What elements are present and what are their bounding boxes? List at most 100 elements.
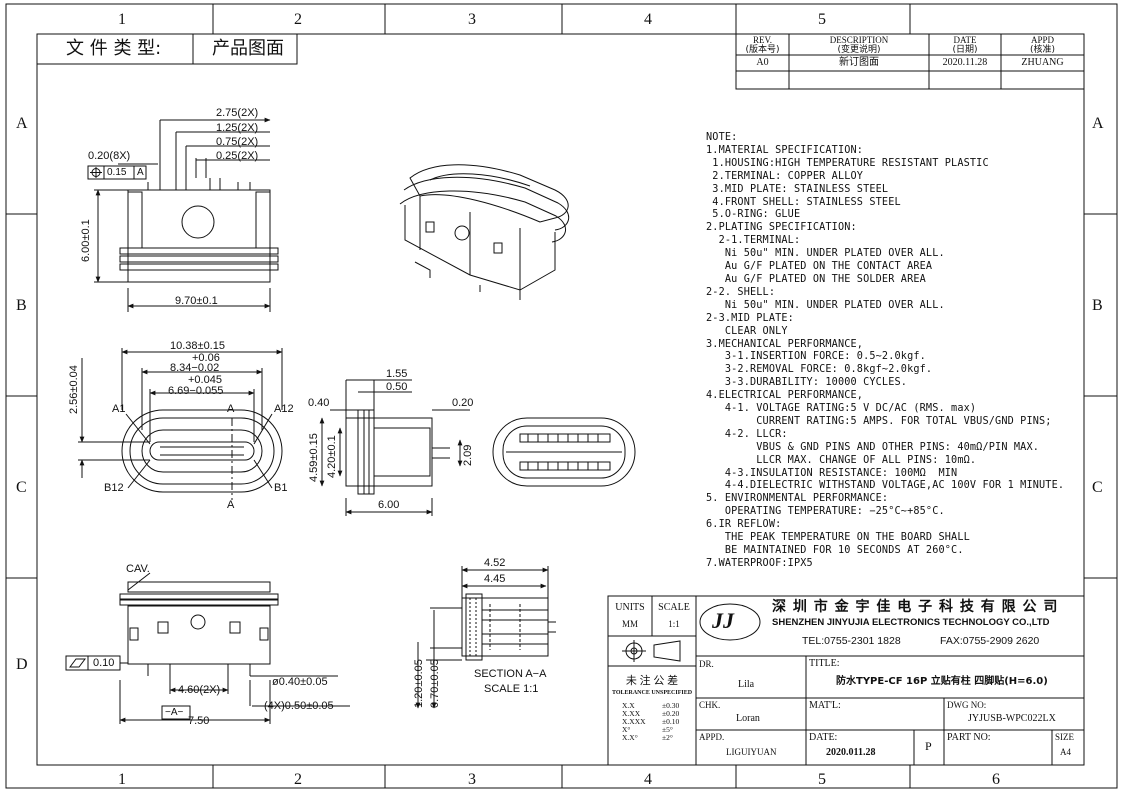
note-line: VBUS & GND PINS AND OTHER PINS: 40mΩ/PIN…	[706, 441, 1040, 453]
dim-6-00-v: 6.00±0.1	[80, 219, 92, 262]
rev-header: REV.(版本号)	[745, 35, 780, 56]
tolerance-key: X.XX	[622, 709, 641, 718]
row-label-c: C	[16, 479, 27, 496]
row-label-a: A	[16, 115, 28, 132]
row-label-d: D	[16, 656, 28, 673]
note-line: 3.MID PLATE: STAINLESS STEEL	[706, 183, 889, 195]
tolerance-key: X.X°	[622, 733, 638, 742]
section-scale: SCALE 1:1	[484, 683, 539, 695]
chk-value: Loran	[736, 713, 760, 724]
note-line: 2-1.TERMINAL:	[706, 235, 801, 247]
col-label-top-2: 2	[294, 11, 302, 28]
date-value-tb: 2020.011.28	[826, 747, 876, 758]
appd-label: APPD.	[699, 732, 725, 742]
date-label-tb: DATE:	[809, 732, 838, 743]
chk-label: CHK.	[699, 700, 721, 710]
note-line: 2.TERMINAL: COPPER ALLOY	[706, 170, 864, 182]
tolerance-key: X.X	[622, 701, 635, 710]
note-line: 1.HOUSING:HIGH TEMPERATURE RESISTANT PLA…	[706, 157, 989, 169]
size-label: SIZE	[1055, 732, 1074, 742]
dim-8-34: 8.34−0.02	[170, 362, 220, 374]
title-block-frame	[607, 595, 1085, 766]
note-line: 4-2. LLCR:	[706, 428, 788, 440]
note-line: CLEAR ONLY	[706, 325, 788, 337]
company-tel: TEL:0755-2301 1828	[802, 635, 901, 647]
material-label: MAT'L:	[809, 700, 841, 711]
note-line: OPERATING TEMPERATURE: −25°C~+85°C.	[706, 506, 945, 518]
appd-value-tb: LIGUIYUAN	[726, 747, 777, 757]
row-label-a-right: A	[1092, 115, 1104, 132]
desc-header: DESCRIPTION(变更说明)	[829, 35, 889, 56]
pin-a12: A12	[274, 403, 294, 415]
dim-0-70: 0.70±0.05	[429, 659, 441, 708]
note-line: Au G/F PLATED ON THE SOLDER AREA	[706, 273, 926, 285]
dwg-number: JYJUSB-WPC022LX	[968, 713, 1056, 724]
dim-4-45: 4.45	[484, 573, 506, 585]
scale-value: 1:1	[668, 619, 680, 629]
note-line: 5. ENVIRONMENTAL PERFORMANCE:	[706, 493, 889, 505]
note-line: NOTE:	[706, 132, 738, 143]
date-value: 2020.11.28	[942, 57, 988, 68]
datum-ref-a: A	[137, 167, 144, 178]
pin-b1: B1	[274, 482, 288, 494]
doc-type-value: 产品图面	[212, 38, 284, 59]
dim-0-75: 0.75(2X)	[216, 136, 259, 148]
note-line: 7.WATERPROOF:IPX5	[706, 557, 813, 569]
pin-a1: A1	[112, 403, 126, 415]
dim-0-20: 0.20	[452, 397, 474, 409]
dim-0-40: 0.40	[308, 397, 330, 409]
front-view	[78, 348, 283, 500]
dim-9-70: 9.70±0.1	[175, 295, 218, 307]
doc-type-label: 文 件 类 型:	[66, 38, 162, 59]
note-line: 4.FRONT SHELL: STAINLESS STEEL	[706, 196, 901, 208]
dim-2-75: 2.75(2X)	[216, 107, 259, 119]
cavity-label: CAV.	[126, 563, 150, 575]
dim-2-56: 2.56±0.04	[68, 365, 80, 414]
tolerance-key: X.XXX	[622, 717, 646, 726]
dim-4-52: 4.52	[484, 557, 506, 569]
dim-2-09: 2.09	[462, 444, 474, 466]
note-line: 6.IR REFLOW:	[706, 519, 782, 531]
dim-1-20: 1.20±0.05	[413, 659, 425, 708]
note-line: BE MAINTAINED FOR 10 SECONDS AT 260°C.	[706, 545, 964, 556]
dim-phi-0-40: ø0.40±0.05	[272, 676, 328, 688]
note-line: 2-3.MID PLATE:	[706, 312, 794, 324]
dim-0-50: 0.50	[386, 381, 408, 393]
col-label-3: 3	[468, 771, 476, 788]
isometric-view	[399, 164, 569, 300]
note-line: Ni 50u" MIN. UNDER PLATED OVER ALL.	[706, 299, 945, 311]
dim-7-50: 7.50	[188, 715, 210, 727]
note-line: CURRENT RATING:5 AMPS. FOR TOTAL VBUS/GN…	[706, 415, 1052, 427]
section-mark-bottom: A	[227, 499, 235, 511]
note-line: 4.ELECTRICAL PERFORMANCE,	[706, 390, 864, 402]
dim-10-38: 10.38±0.15	[170, 340, 225, 352]
col-label-6: 6	[992, 771, 1000, 788]
note-line: 5.O-RING: GLUE	[706, 209, 801, 221]
dr-label: DR.	[699, 659, 714, 669]
dr-value: Lila	[738, 679, 755, 690]
col-label-1: 1	[118, 771, 126, 788]
dwg-label: DWG NO:	[947, 700, 987, 710]
note-line: THE PEAK TEMPERATURE ON THE BOARD SHALL	[706, 532, 970, 544]
company-name-cn: 深 圳 市 金 宇 佳 电 子 科 技 有 限 公 司	[772, 599, 1059, 615]
notes-block: NOTE:1.MATERIAL SPECIFICATION: 1.HOUSING…	[706, 132, 1064, 571]
note-line: LLCR MAX. CHANGE OF ALL PINS: 10mΩ.	[706, 454, 977, 466]
dim-4-60: 4.60(2X)	[178, 684, 221, 696]
tolerance-value: ±5°	[662, 725, 673, 734]
section-mark-top: A	[227, 403, 235, 415]
page-label: P	[925, 739, 932, 753]
dim-1-55: 1.55	[386, 368, 408, 380]
section-view	[415, 566, 556, 709]
note-line: 1.MATERIAL SPECIFICATION:	[706, 144, 864, 156]
col-label-top-3: 3	[468, 11, 476, 28]
note-line: 2-2. SHELL:	[706, 286, 776, 298]
dim-4-20: 4.20±0.1	[326, 435, 338, 478]
dim-6-69-upper: +0.045	[188, 374, 222, 386]
company-fax: FAX:0755-2909 2620	[940, 635, 1040, 647]
units-label: UNITS	[615, 602, 645, 613]
date-header: DATE(日期)	[952, 35, 978, 56]
dim-0-20-8x: 0.20(8X)	[88, 150, 131, 162]
scale-label: SCALE	[658, 602, 690, 613]
company-name-en: SHENZHEN JINYUJIA ELECTRONICS TECHNOLOGY…	[772, 617, 1050, 628]
position-tolerance: 0.15	[107, 167, 127, 178]
